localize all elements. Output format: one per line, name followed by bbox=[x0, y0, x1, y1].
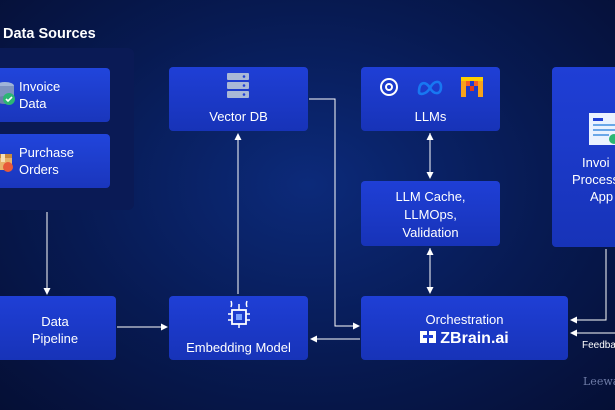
purchase-line-1: Purchase bbox=[19, 145, 74, 160]
invoice-line-1: Invoice bbox=[19, 79, 61, 94]
data-pipeline-node[interactable]: Data Pipeline bbox=[0, 296, 116, 360]
database-icon bbox=[227, 73, 249, 98]
invoice-line-2: Data bbox=[19, 96, 47, 111]
invoice-processing-app-node[interactable]: Invoi Process App bbox=[552, 67, 615, 247]
app-line-2: Process bbox=[572, 172, 615, 187]
mistral-icon bbox=[461, 77, 483, 97]
data-pipeline-line-2: Pipeline bbox=[31, 331, 79, 346]
openai-icon bbox=[380, 78, 398, 96]
llms-node[interactable]: LLMs bbox=[361, 67, 500, 131]
app-line-1: Invoi bbox=[582, 155, 610, 170]
llm-cache-line-3: Validation bbox=[402, 225, 459, 240]
embedding-model-label: Embedding Model bbox=[186, 340, 291, 355]
llm-cache-line-1: LLM Cache, bbox=[395, 189, 466, 204]
invoice-data-source[interactable]: Invoice Data bbox=[0, 68, 110, 122]
app-document-icon bbox=[589, 113, 615, 145]
data-pipeline-line-1: Data bbox=[41, 314, 69, 329]
invoice-icon bbox=[0, 82, 15, 105]
vector-db-label: Vector DB bbox=[209, 109, 268, 124]
embedding-model-node[interactable]: Embedding Model bbox=[169, 296, 308, 360]
llm-cache-line-2: LLMOps, bbox=[404, 207, 457, 222]
purchase-orders-source[interactable]: Purchase Orders bbox=[0, 134, 110, 188]
meta-icon bbox=[417, 80, 443, 96]
purchase-line-2: Orders bbox=[19, 162, 59, 177]
feedback-label: Feedba bbox=[582, 340, 615, 351]
zbrain-logo-icon bbox=[420, 331, 437, 343]
data-sources-title: Data Sources bbox=[3, 26, 96, 42]
chip-icon bbox=[228, 300, 250, 328]
arrow-app-to-orchestration bbox=[570, 249, 607, 324]
data-sources-panel: Invoice Data Purchase Orders bbox=[0, 48, 134, 210]
orchestration-node[interactable]: Orchestration ZBrain.ai bbox=[361, 296, 568, 360]
llm-cache-node[interactable]: LLM Cache, LLMOps, Validation bbox=[361, 181, 500, 246]
zbrain-brand-text: ZBrain.ai bbox=[440, 330, 509, 347]
purchase-box-icon bbox=[0, 154, 13, 172]
orchestration-label: Orchestration bbox=[425, 312, 504, 327]
app-line-3: App bbox=[590, 189, 614, 204]
zbrain-brand: ZBrain.ai bbox=[361, 330, 568, 348]
vector-db-node[interactable]: Vector DB bbox=[169, 67, 308, 131]
llms-label: LLMs bbox=[414, 109, 447, 124]
arrow-vectordb-to-orchestration bbox=[309, 98, 360, 330]
watermark: Leewa bbox=[583, 375, 615, 388]
